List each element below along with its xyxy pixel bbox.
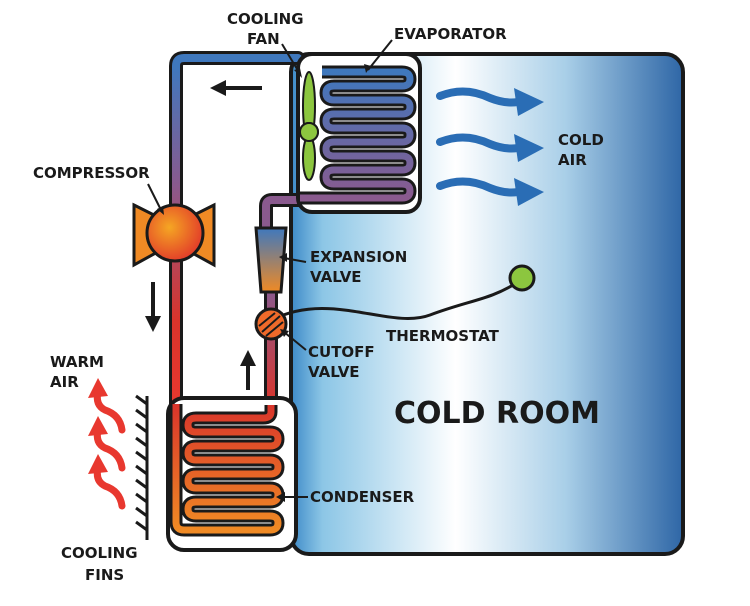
label-warm-air-line1: WARM bbox=[50, 353, 104, 371]
flow-arrow-down-icon bbox=[145, 282, 161, 332]
warm-air-arrowheads bbox=[88, 378, 108, 474]
label-cooling-fins-line1: COOLING bbox=[61, 544, 138, 562]
compressor-icon bbox=[132, 202, 216, 268]
label-cooling-fan-line2: FAN bbox=[247, 30, 280, 48]
leader-arrowheads bbox=[157, 64, 371, 502]
label-cooling-fan-line1: COOLING bbox=[227, 10, 304, 28]
thermostat-bulb-icon bbox=[508, 264, 536, 292]
label-thermostat: THERMOSTAT bbox=[386, 327, 500, 345]
label-cutoff-valve-line1: CUTOFF bbox=[308, 343, 375, 361]
expansion-valve-icon bbox=[254, 226, 288, 294]
label-cutoff-valve-line2: VALVE bbox=[308, 363, 360, 381]
label-cooling-fins-line2: FINS bbox=[85, 566, 124, 584]
label-condenser: CONDENSER bbox=[310, 488, 415, 506]
cooling-fins bbox=[135, 394, 149, 540]
label-cold-air-line1: COLD bbox=[558, 131, 604, 149]
label-expansion-valve-line1: EXPANSION bbox=[310, 248, 407, 266]
label-cold-room: COLD ROOM bbox=[394, 396, 600, 431]
warm-air-arrows bbox=[93, 388, 126, 510]
flow-arrow-up-icon bbox=[240, 350, 256, 390]
label-expansion-valve-line2: VALVE bbox=[310, 268, 362, 286]
label-cold-air-line2: AIR bbox=[558, 151, 587, 169]
label-compressor: COMPRESSOR bbox=[33, 164, 150, 182]
cutoff-valve-icon bbox=[254, 307, 288, 341]
flow-arrow-left-icon bbox=[210, 80, 262, 96]
label-warm-air-line2: AIR bbox=[50, 373, 79, 391]
cold-air-arrowheads bbox=[514, 88, 544, 206]
fan-icon bbox=[299, 71, 319, 181]
thermostat-wire bbox=[271, 280, 519, 322]
cold-air-arrows bbox=[436, 87, 522, 197]
label-evaporator: EVAPORATOR bbox=[394, 25, 507, 43]
